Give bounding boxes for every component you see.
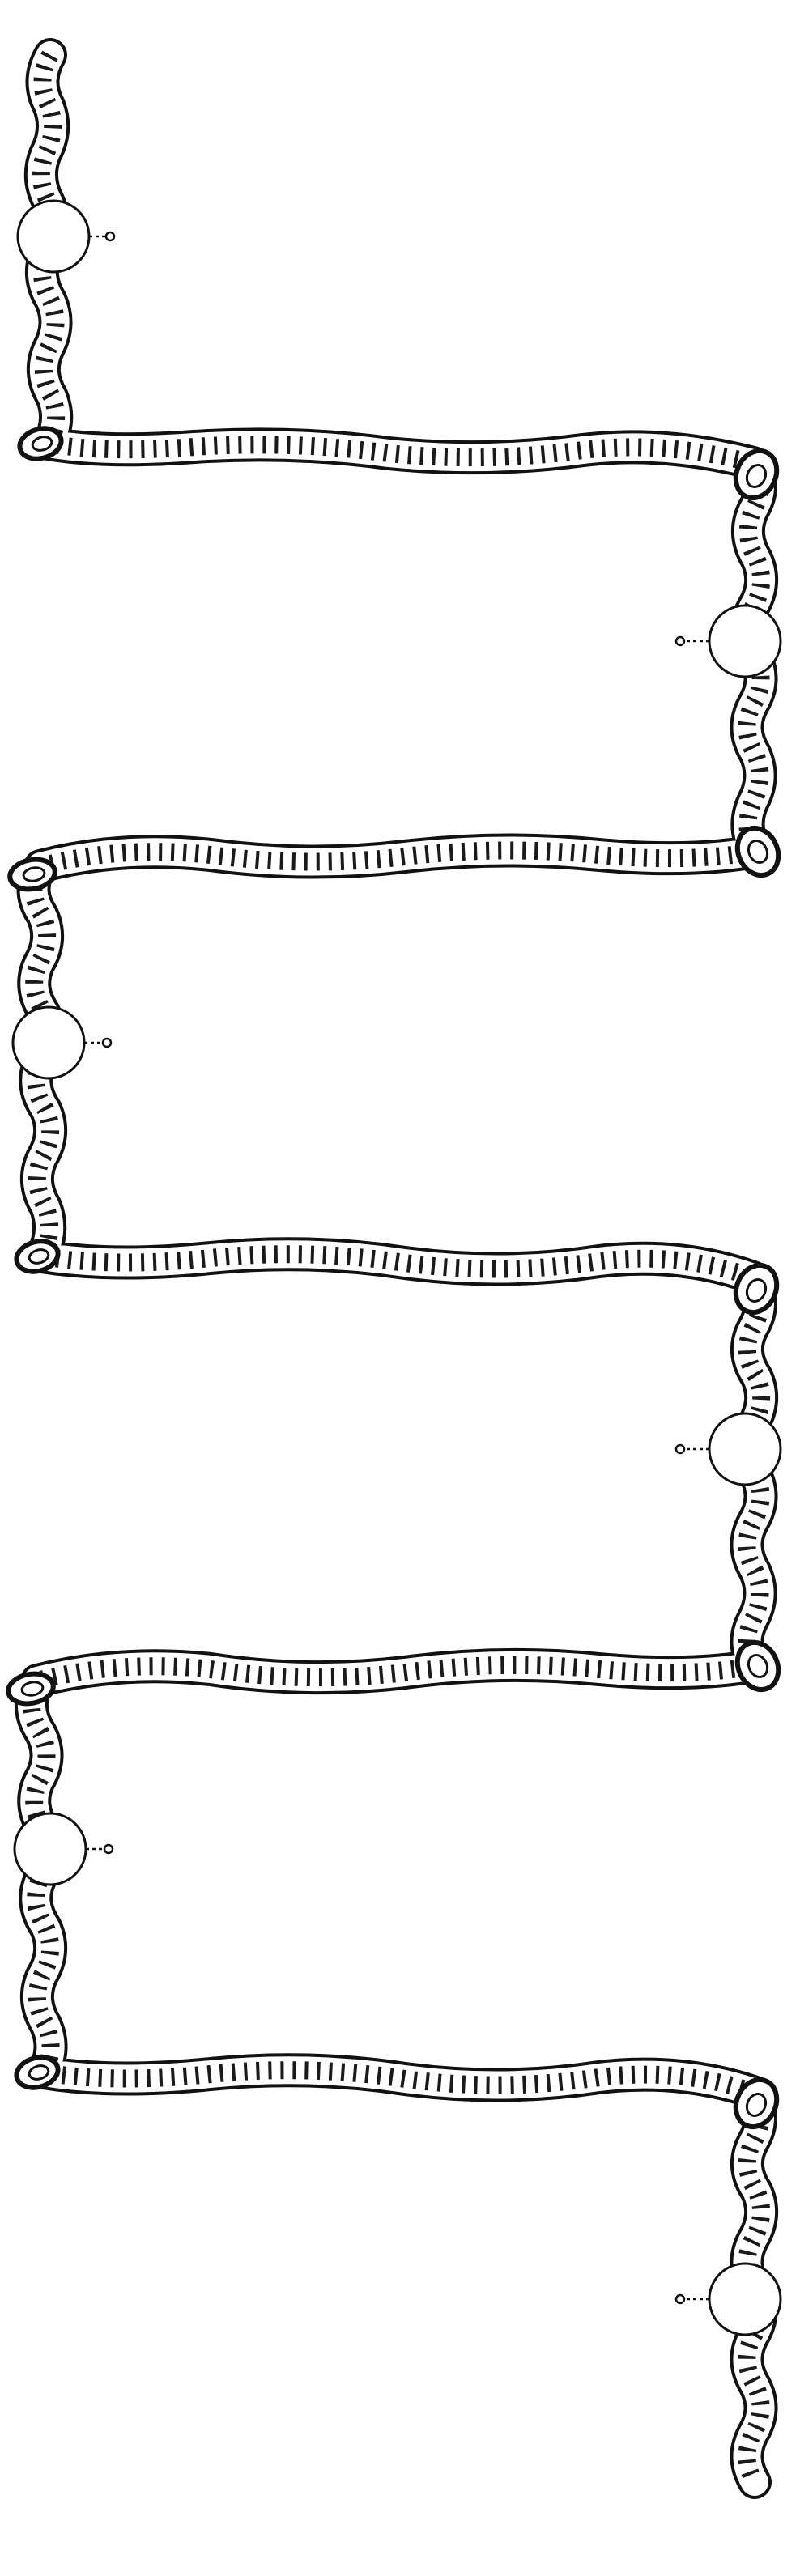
milestone-circle (13, 1812, 87, 1886)
milestone-2 (674, 604, 782, 678)
milestone-connector-dot (674, 2293, 686, 2305)
milestone-circle (16, 199, 91, 274)
film-curl-7 (734, 1639, 781, 1693)
film-strip (14, 38, 779, 2499)
film-curl-2 (733, 448, 780, 501)
film-curl-5 (14, 1239, 61, 1274)
milestone-6 (674, 2262, 782, 2336)
film-curl-3 (734, 825, 781, 878)
milestone-circle (708, 2262, 782, 2336)
milestone-circle (11, 1005, 86, 1080)
milestone-connector-dot (104, 231, 116, 242)
milestone-circle (708, 1412, 782, 1486)
milestone-connector-dot (674, 1443, 686, 1455)
film-curl-6 (733, 1262, 780, 1316)
milestone-connector-dot (103, 1843, 114, 1855)
milestones (11, 199, 782, 2336)
film-curls (6, 426, 781, 2130)
milestone-circle (708, 604, 782, 678)
film-curl-1 (17, 426, 64, 461)
film-curl-4 (7, 857, 57, 892)
milestone-3 (11, 1005, 113, 1080)
milestone-1 (16, 199, 116, 274)
milestone-connector-dot (674, 635, 686, 647)
milestone-4 (674, 1412, 782, 1486)
film-curl-10 (733, 2077, 780, 2130)
film-curl-9 (14, 2055, 61, 2090)
film-curl-8 (6, 1671, 56, 1707)
milestone-5 (13, 1812, 114, 1886)
film-strip-frames (22, 50, 771, 2487)
milestone-connector-dot (101, 1037, 113, 1048)
